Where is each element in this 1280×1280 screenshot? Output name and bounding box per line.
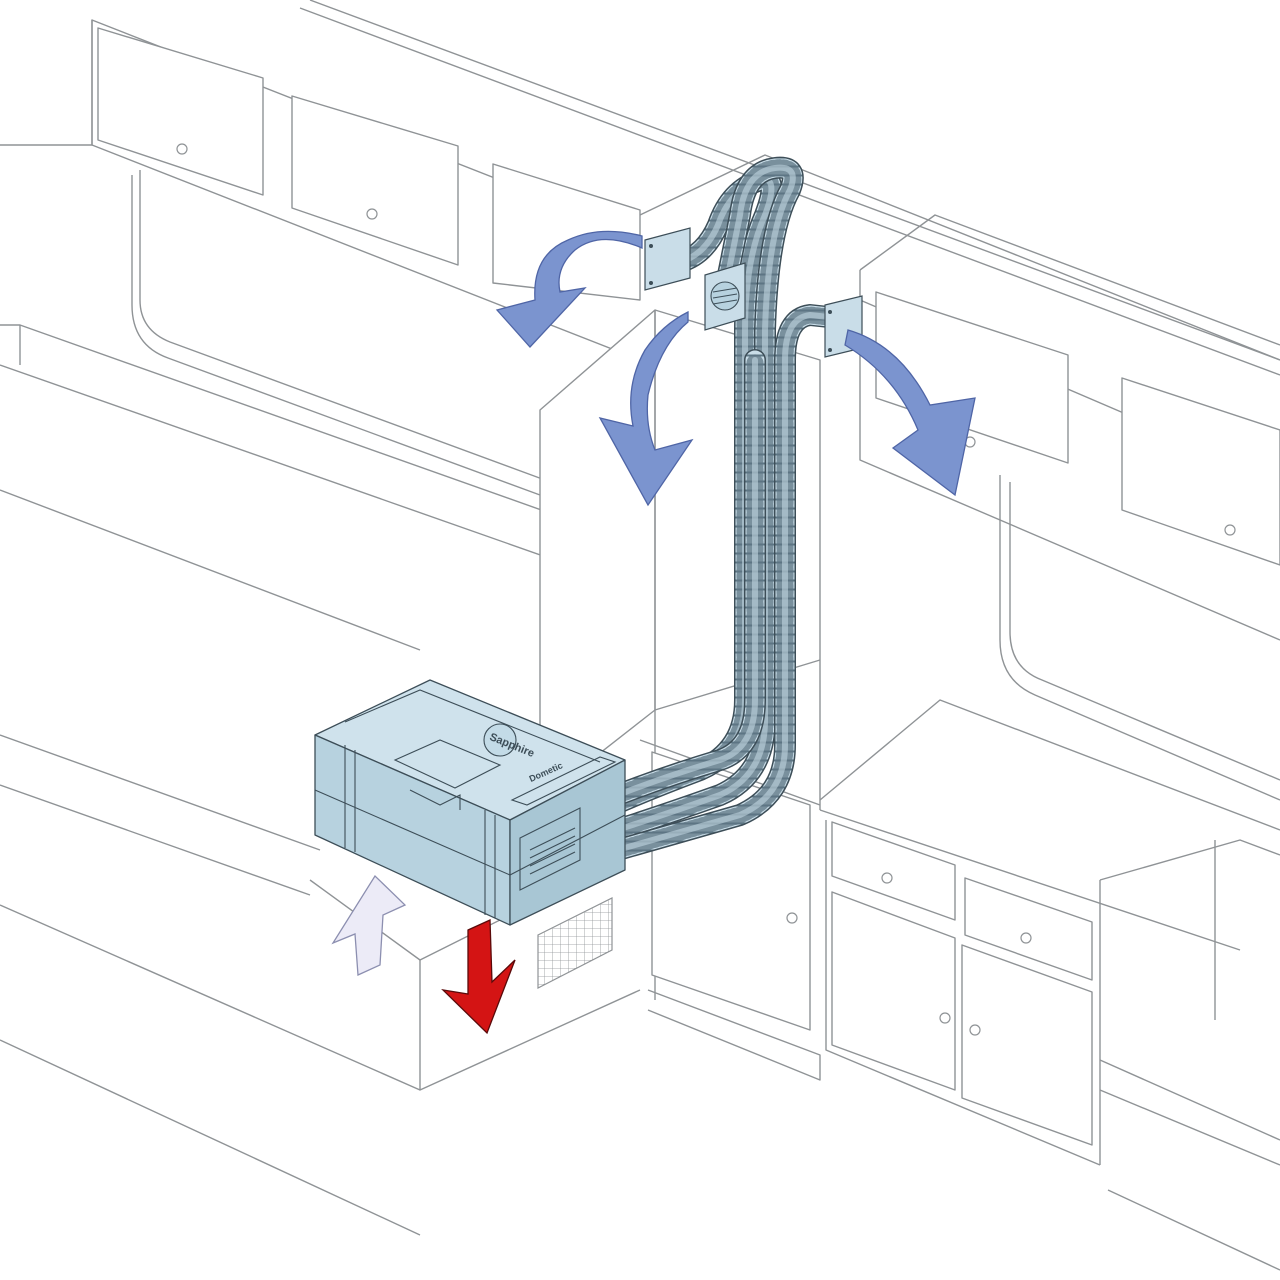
- warm-air-arrow-center: [598, 310, 694, 507]
- warm-air-arrow-left: [495, 230, 643, 348]
- duct-to-right-outlet-highlight: [597, 312, 841, 858]
- seat-bench: [0, 324, 641, 1236]
- locker-knob: [176, 143, 188, 155]
- drawer-1: [831, 821, 956, 921]
- heater-side: [509, 759, 626, 926]
- locker-door-2: [291, 95, 459, 266]
- diesel-air-heater: Sapphire Dometic: [314, 679, 626, 926]
- overhead-lockers-right: [299, 0, 1280, 801]
- intake-air-arrow: [331, 874, 407, 976]
- exhaust-air-arrow: [441, 919, 516, 1035]
- air-ducts: [559, 156, 849, 866]
- locker-door-5: [1121, 377, 1280, 566]
- drawer-knob: [1020, 932, 1032, 944]
- locker-knob: [366, 208, 378, 220]
- drawer-knob: [881, 872, 893, 884]
- locker-door-1: [97, 27, 264, 196]
- door-knob: [969, 1024, 981, 1036]
- warm-air-arrow-right: [844, 329, 976, 497]
- drawer-2: [964, 877, 1093, 981]
- duct-main-riser-highlight: [602, 357, 758, 803]
- locker-knob: [1224, 524, 1236, 536]
- overhead-lockers-left: [0, 19, 641, 496]
- door-knob: [786, 912, 798, 924]
- outlet-vent-left: [644, 227, 691, 291]
- cupboard-door-2: [961, 944, 1093, 1146]
- intake-grille: [537, 897, 613, 989]
- duct-to-center-outlet-highlight: [582, 164, 796, 843]
- cabinet-right: [819, 699, 1280, 1271]
- door-knob: [939, 1012, 951, 1024]
- outlet-vent-center: [704, 262, 746, 331]
- locker-door-3: [492, 163, 641, 301]
- cupboard-door-1: [831, 891, 956, 1091]
